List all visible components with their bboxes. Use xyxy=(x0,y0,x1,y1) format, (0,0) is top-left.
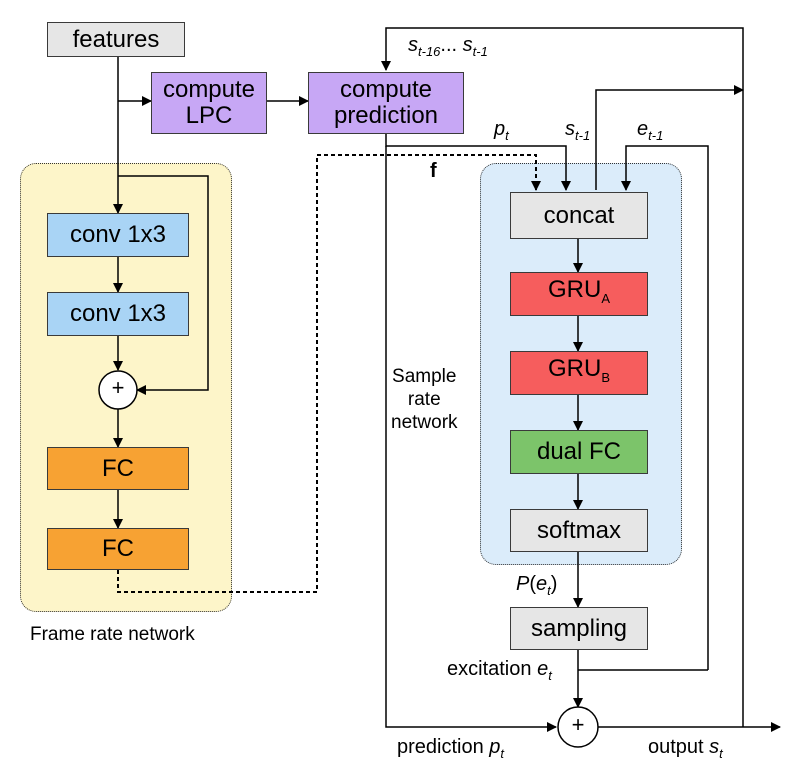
gru-a-box: GRUA xyxy=(510,272,648,316)
output-label: output st xyxy=(648,736,723,761)
concat-box: concat xyxy=(510,192,648,239)
e-t1-label: et-1 xyxy=(637,118,664,143)
excitation-label: excitation et xyxy=(447,658,552,683)
output-adder-plus: + xyxy=(571,712,585,737)
sample-rate-network-label: Sample rate network xyxy=(391,366,458,433)
compute-lpc-line1: compute xyxy=(162,76,256,103)
s-history-label: st-16... st-1 xyxy=(408,34,488,59)
gru-a-text: GRUA xyxy=(547,275,610,306)
skip-connection-arrow xyxy=(118,175,209,395)
conv2-text: conv 1x3 xyxy=(69,300,167,327)
feature-f-dashed-arrow xyxy=(117,154,541,593)
prediction-to-adder-arrow xyxy=(385,146,557,732)
fc2-box: FC xyxy=(47,528,189,570)
sampling-text: sampling xyxy=(530,614,628,642)
output-adder-circle xyxy=(557,706,599,748)
features-text: features xyxy=(72,25,160,53)
features-box: features xyxy=(47,22,185,57)
sampling-box: sampling xyxy=(510,607,648,650)
s-t1-label: st-1 xyxy=(565,118,591,143)
gru-b-text: GRUB xyxy=(547,354,610,385)
fc1-text: FC xyxy=(102,454,134,482)
residual-adder-plus: + xyxy=(111,375,125,400)
dual-fc-box: dual FC xyxy=(510,430,648,474)
residual-adder-circle xyxy=(98,370,138,410)
compute-lpc-line2: LPC xyxy=(185,102,233,129)
prediction-to-concat-arrow xyxy=(385,134,571,191)
conv1-box: conv 1x3 xyxy=(47,213,189,257)
prediction-label: prediction pt xyxy=(397,736,505,761)
compute-prediction-line1: compute xyxy=(339,76,433,103)
gru-b-box: GRUB xyxy=(510,351,648,395)
s-t1-to-concat-arrow xyxy=(595,85,744,190)
conv1-text: conv 1x3 xyxy=(69,221,167,248)
p-t-label: pt xyxy=(494,118,509,143)
fc1-box: FC xyxy=(47,447,189,490)
conv2-box: conv 1x3 xyxy=(47,292,189,336)
compute-prediction-box: compute prediction xyxy=(308,72,464,134)
compute-lpc-box: compute LPC xyxy=(151,72,267,134)
dual-fc-text: dual FC xyxy=(536,438,622,465)
f-label: f xyxy=(430,160,437,182)
concat-text: concat xyxy=(543,201,615,229)
compute-prediction-line2: prediction xyxy=(333,102,439,129)
frame-rate-network-label: Frame rate network xyxy=(30,624,195,645)
p-et-label: P(et) xyxy=(516,573,558,598)
output-feedback-arrow xyxy=(381,27,744,727)
e-t1-to-concat-arrow xyxy=(621,145,709,670)
fc2-text: FC xyxy=(102,535,134,562)
softmax-text: softmax xyxy=(536,516,622,544)
softmax-box: softmax xyxy=(510,509,648,552)
